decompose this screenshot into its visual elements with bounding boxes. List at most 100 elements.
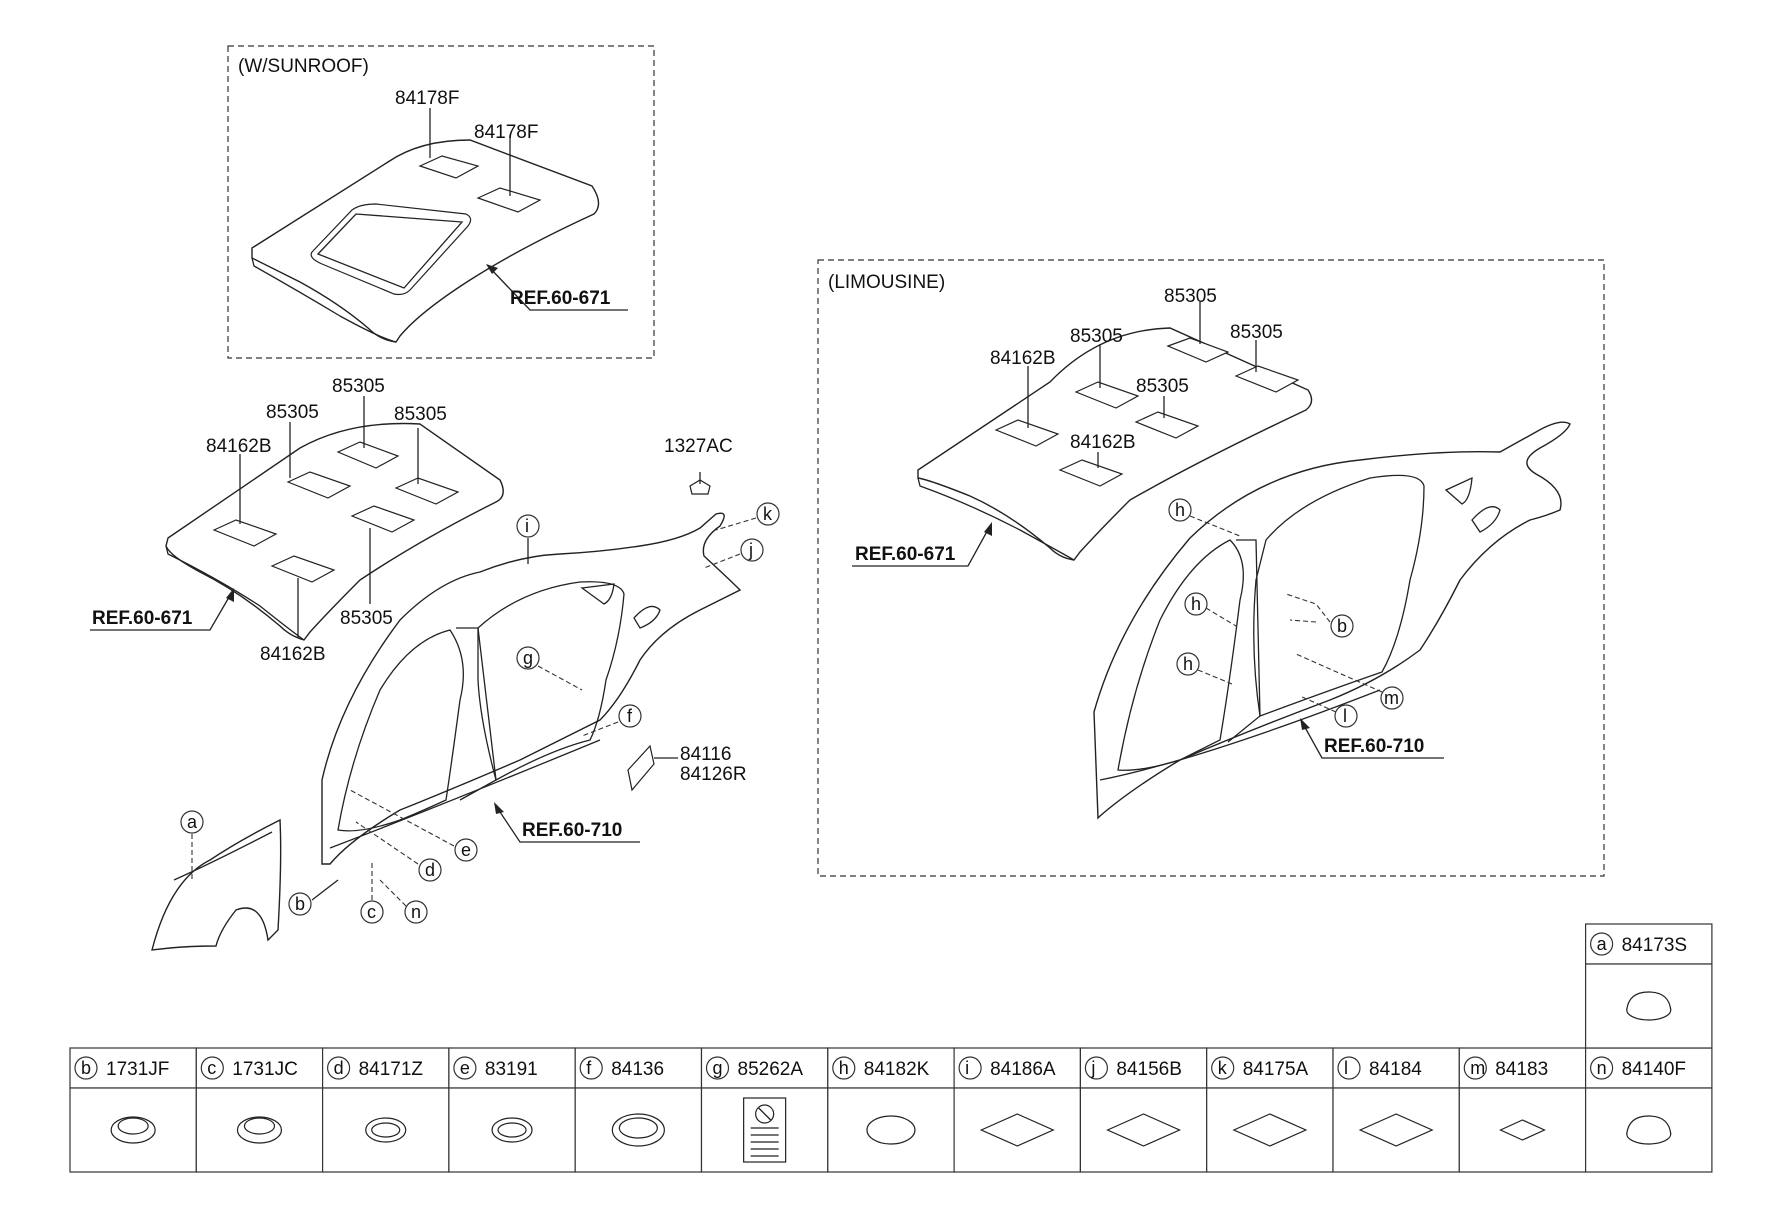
parts-cell-l-letter: l: [1344, 1058, 1348, 1078]
limousine-roof-panel: [917, 327, 1313, 561]
parts-cell-n-letter: n: [1597, 1058, 1607, 1078]
parts-cell-i-part-number: 84186A: [990, 1059, 1056, 1080]
main-pad-4: [350, 505, 416, 533]
limousine-label-84162b-b: 84162B: [1070, 432, 1136, 453]
main-label-84162b-b: 84162B: [260, 644, 326, 665]
limousine-pad-4: [1134, 411, 1200, 439]
parts-cell-d: d 84171Z: [322, 1047, 450, 1173]
limousine-title: (LIMOUSINE): [828, 272, 945, 293]
main-callout-k: k: [763, 504, 773, 524]
main-callout-b: b: [295, 894, 305, 914]
parts-cell-m-letter: m: [1470, 1058, 1485, 1078]
main-label-85305-c: 85305: [394, 404, 447, 425]
parts-cell-i-letter-circle: [958, 1056, 982, 1080]
limousine-pad-1: [1166, 337, 1230, 363]
parts-cell-a-letter: a: [1597, 934, 1608, 954]
parts-cell-i-part-icon: [979, 1113, 1055, 1147]
main-callout-i: i: [525, 516, 529, 536]
parts-cell-a-part-number: 84173S: [1622, 935, 1688, 956]
parts-cell-f-part-icon: [611, 1113, 665, 1147]
parts-cell-d-part-number: 84171Z: [359, 1059, 424, 1080]
parts-cell-j-part-number: 84156B: [1116, 1059, 1182, 1080]
main-label-84126r: 84126R: [680, 764, 747, 785]
limousine-callout-h2: h: [1191, 594, 1201, 614]
parts-cell-b: b 1731JF: [69, 1047, 197, 1173]
parts-cell-n-part-number: 84140F: [1622, 1059, 1686, 1080]
sunroof-ref: REF.60-671: [510, 288, 611, 309]
limousine-callout-h3: h: [1183, 654, 1193, 674]
parts-cell-k-part-number: 84175A: [1243, 1059, 1309, 1080]
parts-cell-g-part-number: 85262A: [738, 1059, 804, 1080]
main-side-body: [321, 512, 742, 865]
parts-cell-j-letter: j: [1090, 1058, 1095, 1078]
limousine-callout-b: b: [1337, 616, 1347, 636]
parts-table-extra-cell: a 84173S: [1584, 923, 1713, 1049]
limousine-pad-6: [1058, 459, 1124, 487]
parts-cell-d-letter-circle: [327, 1056, 351, 1080]
sunroof-pad-2: [476, 187, 542, 213]
main-label-85305-b: 85305: [266, 402, 319, 423]
limousine-label-84162b-a: 84162B: [990, 348, 1056, 369]
limousine-callout-l: l: [1343, 706, 1347, 726]
parts-cell-g: g 85262A: [700, 1047, 829, 1173]
limousine-label-85305-a: 85305: [1164, 286, 1217, 307]
sunroof-pad-1: [418, 155, 480, 179]
parts-cell-k-letter: k: [1218, 1058, 1228, 1078]
limousine-pad-5: [994, 419, 1060, 447]
parts-cell-b-part-number: 1731JF: [106, 1059, 169, 1080]
main-callout-c: c: [367, 902, 376, 922]
parts-cell-g-letter: g: [713, 1058, 723, 1078]
parts-cell-j-part-icon: [1106, 1113, 1182, 1147]
main-callout-e: e: [461, 840, 471, 860]
main-sticker-84116: [627, 744, 655, 792]
sunroof-opening: [310, 203, 472, 296]
limousine-callouts: h h h b m l: [1168, 498, 1404, 728]
parts-cell-h-letter-circle: [832, 1056, 856, 1080]
main-pad-3: [286, 471, 352, 499]
main-label-85305-d: 85305: [340, 608, 393, 629]
parts-cell-b-letter: b: [81, 1058, 91, 1078]
limousine-label-85305-b: 85305: [1070, 326, 1123, 347]
parts-cell-b-letter-circle: [74, 1056, 98, 1080]
parts-cell-f-letter-circle: [579, 1056, 603, 1080]
parts-cell-m-part-icon: [1499, 1119, 1546, 1141]
limousine-group-frame: [817, 259, 1605, 877]
main-label-84116: 84116: [680, 744, 731, 765]
main-label-85305-a: 85305: [332, 376, 385, 397]
parts-cell-a: a 84173S: [1584, 923, 1713, 1049]
parts-cell-k-letter-circle: [1211, 1056, 1235, 1080]
parts-cell-i-letter: i: [965, 1058, 969, 1078]
main-clip-1327ac: [689, 479, 711, 495]
limousine-ref-roof: REF.60-671: [855, 544, 956, 565]
main-roof-panel: [165, 422, 504, 641]
main-label-1327ac: 1327AC: [664, 436, 733, 457]
parts-cell-b-part-icon: [110, 1116, 156, 1144]
parts-cell-f-letter: f: [586, 1058, 592, 1078]
main-label-84162b-a: 84162B: [206, 436, 272, 457]
main-callout-d: d: [425, 860, 435, 880]
parts-cell-c-part-icon: [236, 1116, 283, 1144]
sunroof-label-1: 84178F: [395, 88, 459, 109]
parts-cell-e-part-number: 83191: [485, 1059, 538, 1080]
main-ref-roof: REF.60-671: [92, 608, 193, 629]
parts-cell-n: n 84140F: [1584, 1047, 1713, 1173]
parts-cell-a-part-icon: [1626, 991, 1672, 1021]
parts-cell-c-letter-circle: [200, 1056, 224, 1080]
parts-cell-k: k 84175A: [1206, 1047, 1334, 1173]
main-pad-1: [336, 441, 400, 469]
parts-cell-d-letter: d: [334, 1058, 344, 1078]
parts-cell-n-letter-circle: [1589, 1056, 1614, 1080]
limousine-ref-body: REF.60-710: [1324, 736, 1424, 757]
limousine-pad-3: [1074, 381, 1140, 409]
parts-cell-k-part-icon: [1232, 1113, 1308, 1147]
main-pad-2: [394, 477, 460, 505]
main-callout-n: n: [411, 902, 421, 922]
main-fender: [151, 818, 282, 951]
parts-cell-m-letter-circle: [1463, 1056, 1487, 1080]
